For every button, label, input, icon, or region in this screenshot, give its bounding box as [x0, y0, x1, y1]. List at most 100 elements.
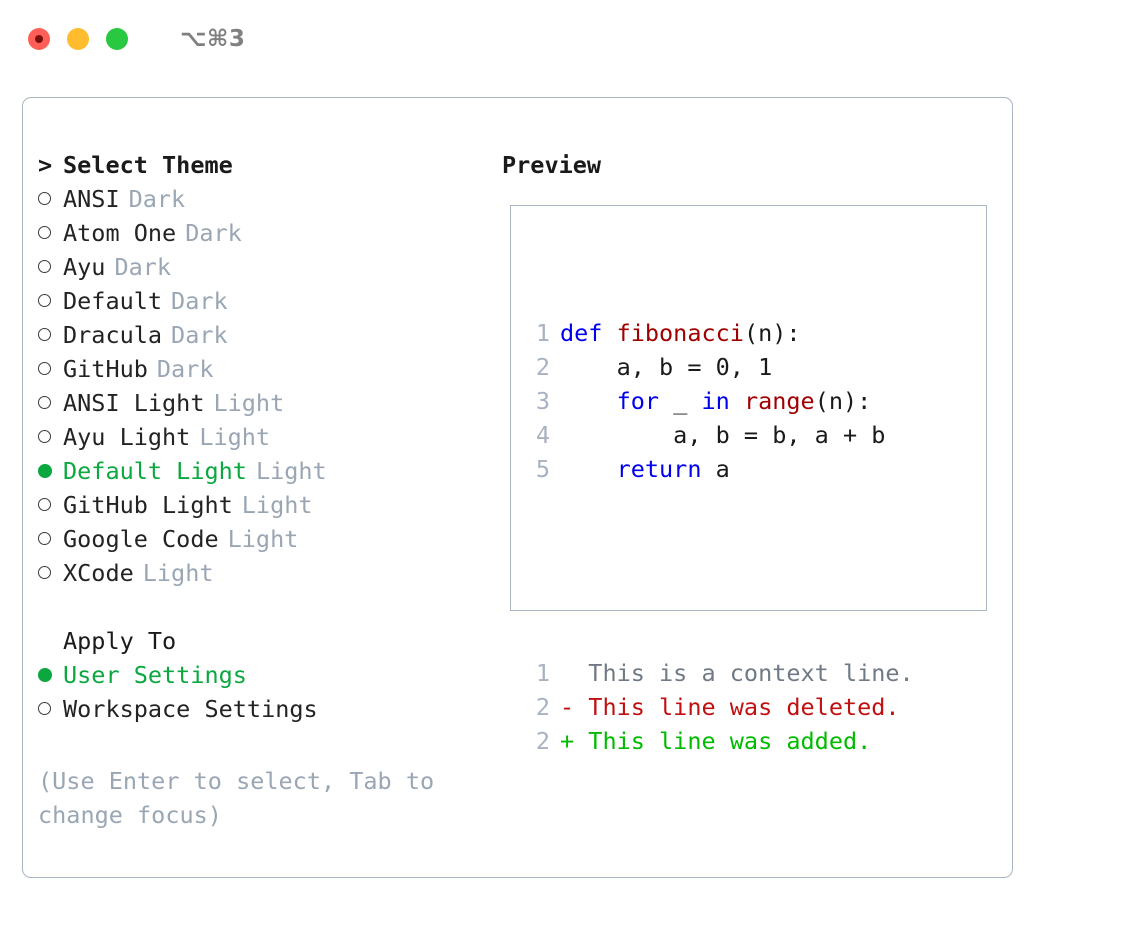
radio-unselected-icon [38, 692, 63, 726]
theme-category-label: Light [142, 559, 214, 587]
diff-line-text-ctx: This is a context line. [560, 659, 914, 687]
diff-sample-block: 1 This is a context line.2- This line wa… [522, 656, 914, 758]
preview-title: Preview [502, 151, 602, 179]
radio-dot [38, 566, 51, 579]
radio-dot [38, 532, 51, 545]
theme-category-label: Dark [171, 321, 228, 349]
theme-category-label: Dark [185, 219, 242, 247]
theme-category-label: Dark [171, 287, 228, 315]
minimize-button[interactable] [67, 28, 89, 50]
radio-dot [38, 294, 51, 307]
theme-name-label: Atom One [63, 219, 177, 247]
code-token-kw: for [616, 387, 660, 415]
radio-unselected-icon [38, 420, 63, 454]
code-token-plain: a [701, 455, 730, 483]
apply-to-label: User Settings [63, 661, 247, 689]
code-token-fn: fibonacci [616, 319, 744, 347]
apply-to-item[interactable]: Workspace Settings [38, 692, 498, 726]
code-token-kw: return [616, 455, 702, 483]
code-token-kw: in [701, 387, 730, 415]
theme-name-label: Dracula [63, 321, 163, 349]
theme-category-label: Light [213, 389, 285, 417]
code-line: 2 a, b = 0, 1 [522, 350, 914, 384]
diff-line-number: 1 [535, 659, 550, 687]
theme-list-item[interactable]: Default Light Light [38, 454, 498, 488]
apply-to-item[interactable]: User Settings [38, 658, 498, 692]
radio-dot [38, 498, 51, 511]
preview-column: Preview [502, 148, 992, 182]
theme-category-label: Dark [128, 185, 186, 213]
theme-list-item[interactable]: Dracula Dark [38, 318, 498, 352]
radio-dot [38, 667, 52, 682]
code-line-number: 5 [535, 455, 550, 483]
radio-dot [38, 260, 51, 273]
theme-list-item[interactable]: Default Dark [38, 284, 498, 318]
code-token-plain [560, 455, 617, 483]
radio-dot [38, 328, 51, 341]
theme-name-label: Ayu Light [63, 423, 191, 451]
code-line-number: 4 [535, 421, 550, 449]
theme-list-item[interactable]: Ayu Dark [38, 250, 498, 284]
theme-name-label: XCode [63, 559, 134, 587]
maximize-button[interactable] [106, 28, 128, 50]
radio-dot [38, 430, 51, 443]
radio-dot [38, 396, 51, 409]
diff-line-number: 2 [535, 727, 550, 755]
radio-unselected-icon [38, 522, 63, 556]
theme-list-item[interactable]: XCode Light [38, 556, 498, 590]
code-line-number: 2 [535, 353, 550, 381]
code-token-plain: _ [659, 387, 702, 415]
theme-name-label: GitHub [63, 355, 148, 383]
radio-unselected-icon [38, 352, 63, 386]
diff-line: 1 This is a context line. [522, 656, 914, 690]
close-button[interactable] [28, 28, 50, 50]
theme-name-label: Ayu [63, 253, 106, 281]
apply-to-title: Apply To [63, 627, 177, 655]
apply-focus-caret-icon: > [38, 624, 63, 658]
apply-to-label: Workspace Settings [63, 695, 318, 723]
radio-unselected-icon [38, 488, 63, 522]
radio-dot [38, 362, 51, 375]
code-line-text: for _ in range(n): [560, 384, 872, 418]
code-line-text: a, b = 0, 1 [560, 350, 773, 384]
select-theme-header: > Select Theme [38, 148, 498, 182]
select-theme-title: Select Theme [63, 151, 233, 179]
code-token-plain [560, 387, 617, 415]
code-line-text: a, b = b, a + b [560, 418, 885, 452]
theme-list-item[interactable]: Atom One Dark [38, 216, 498, 250]
keyboard-hint-text: (Use Enter to select, Tab to change focu… [38, 767, 435, 829]
code-line: 3 for _ in range(n): [522, 384, 914, 418]
code-token-plain: a, b = b, a + b [560, 421, 886, 449]
theme-name-label: Default [63, 287, 163, 315]
code-token-plain: (n): [743, 319, 801, 347]
code-blank-line [522, 554, 914, 588]
code-token-plain [730, 387, 744, 415]
radio-selected-icon [38, 454, 63, 488]
radio-dot [38, 463, 52, 478]
radio-dot [38, 702, 51, 715]
theme-category-label: Dark [114, 253, 172, 281]
radio-dot [38, 226, 51, 239]
radio-unselected-icon [38, 182, 63, 216]
code-token-fn: range [743, 387, 815, 415]
theme-category-label: Light [227, 525, 299, 553]
radio-unselected-icon [38, 284, 63, 318]
theme-category-label: Light [255, 457, 327, 485]
diff-line: 2- This line was deleted. [522, 690, 914, 724]
code-line-number: 3 [535, 387, 550, 415]
code-line: 4 a, b = b, a + b [522, 418, 914, 452]
theme-name-label: Default Light [63, 457, 247, 485]
